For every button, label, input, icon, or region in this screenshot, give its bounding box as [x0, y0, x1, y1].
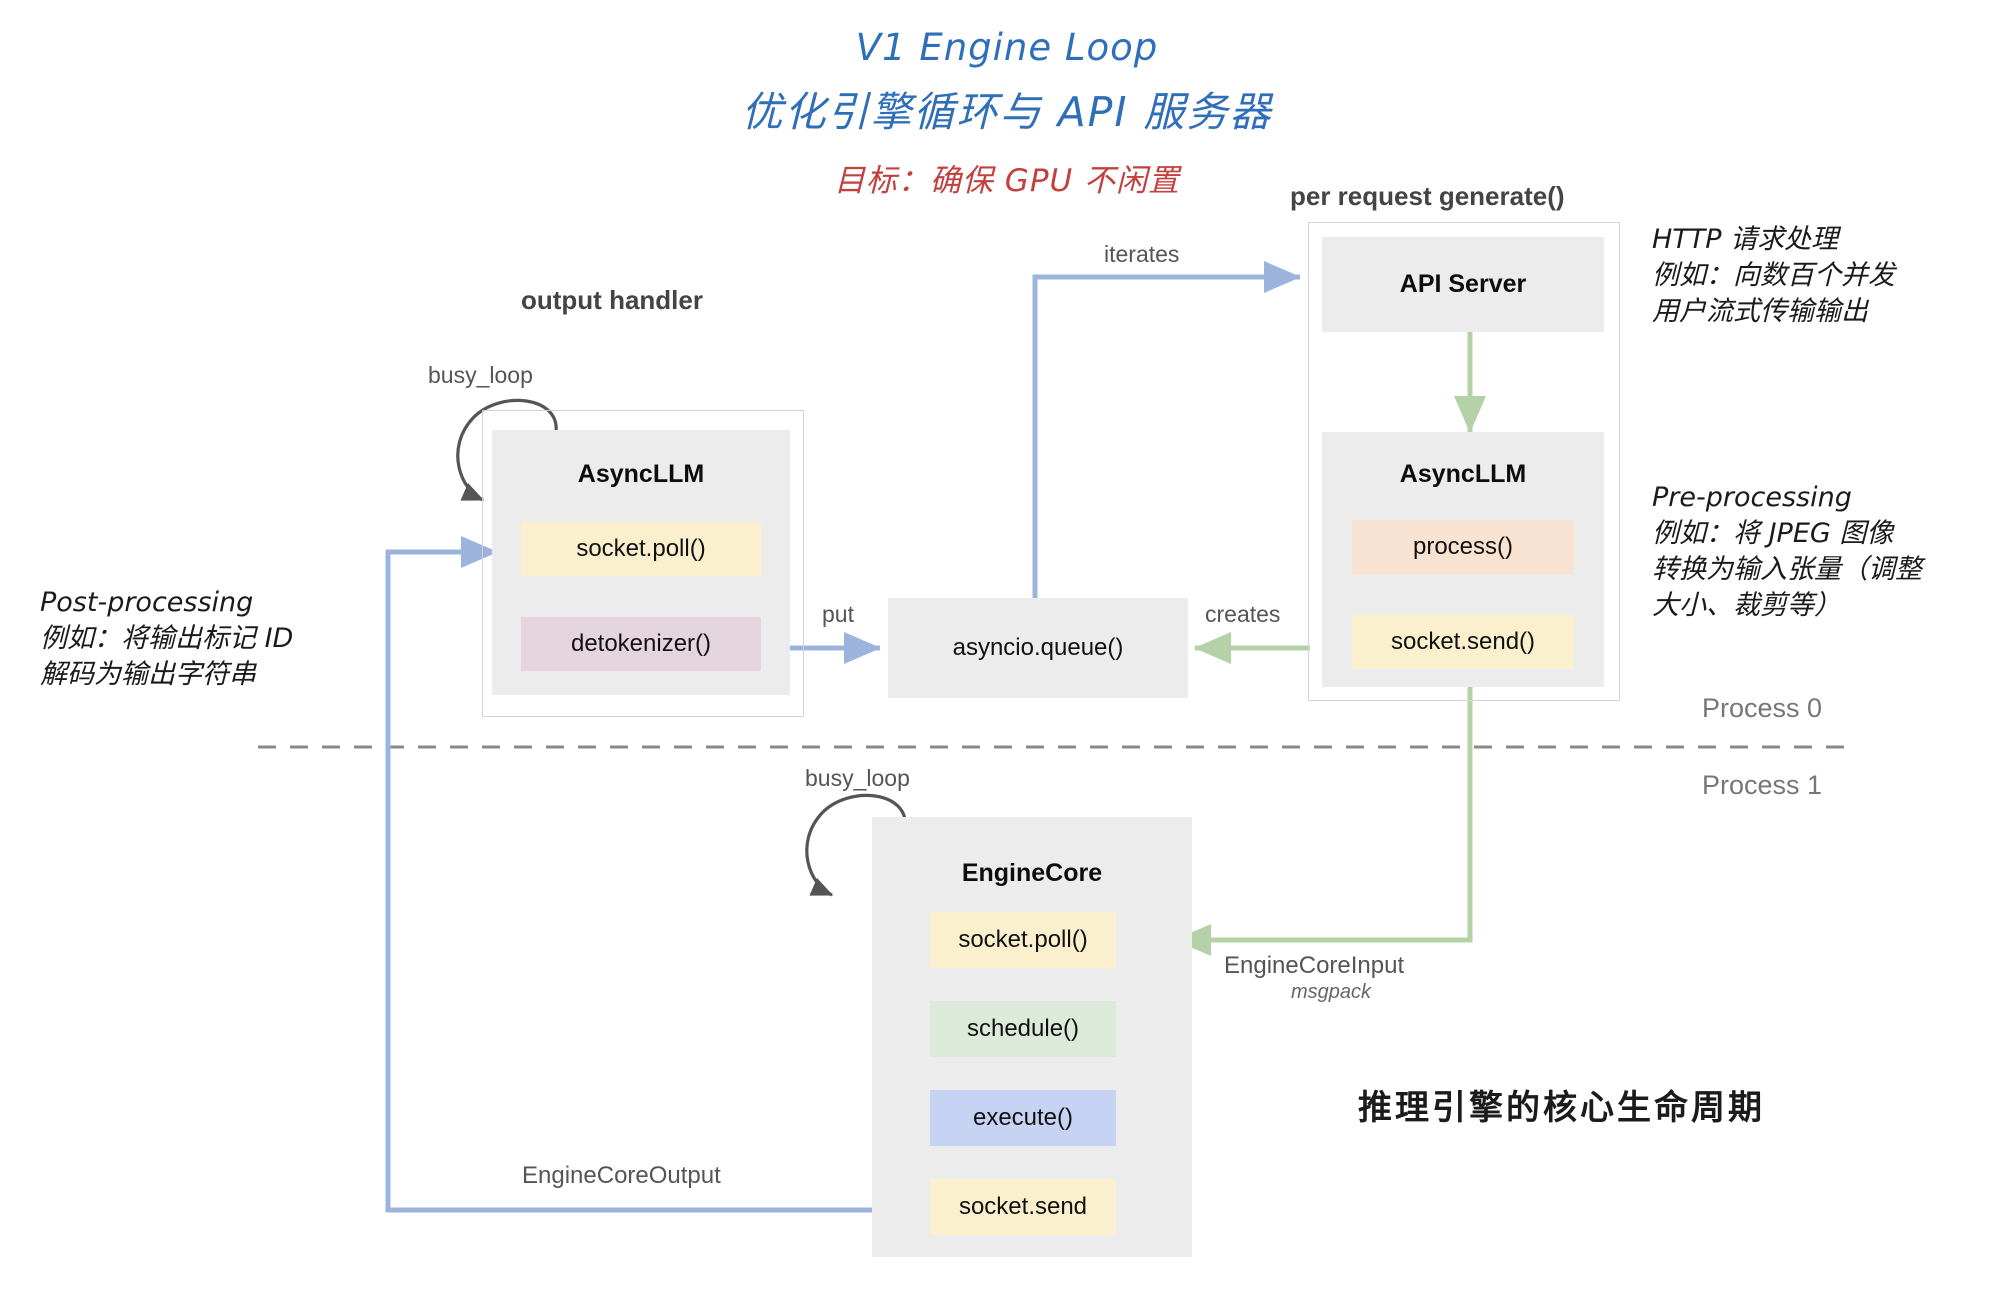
edge-label-busy-loop-output-handler: busy_loop: [428, 362, 533, 388]
edge-sublabel-msgpack: msgpack: [1291, 981, 1372, 1003]
card-title-api-server: API Server: [1399, 270, 1527, 298]
chip-socket-send[interactable]: socket.send(): [1352, 615, 1574, 669]
edge-label-put: put: [822, 601, 854, 627]
card-engine-core[interactable]: EngineCore socket.poll() schedule() exec…: [872, 817, 1192, 1257]
chip-socket-poll[interactable]: socket.poll(): [930, 912, 1116, 968]
edge-label-creates: creates: [1205, 601, 1281, 627]
process-label-0: Process 0: [1702, 693, 1823, 723]
chip-label: socket.send(): [1390, 628, 1536, 655]
chip-socket-poll[interactable]: socket.poll(): [521, 522, 761, 576]
card-api-server[interactable]: API Server: [1322, 237, 1604, 332]
page-title-cn: 优化引擎循环与 API 服务器: [741, 88, 1273, 136]
annotation-bottom-note: 推理引擎的核心生命周期: [1358, 1088, 1765, 1128]
box-asyncio-queue[interactable]: asyncio.queue(): [888, 598, 1188, 698]
process-label-1: Process 1: [1702, 770, 1823, 800]
card-async-llm-output-handler[interactable]: AsyncLLM socket.poll() detokenizer(): [492, 430, 790, 695]
chip-label: socket.poll(): [958, 926, 1088, 953]
chip-label: process(): [1412, 533, 1514, 560]
page-title-en: V1 Engine Loop: [855, 26, 1159, 69]
section-caption-output-handler: output handler: [521, 285, 703, 315]
chip-process[interactable]: process(): [1352, 520, 1574, 574]
chip-label: socket.poll(): [576, 535, 706, 562]
arrow-engine-core-input: [1173, 672, 1473, 957]
edge-label-engine-core-output: EngineCoreOutput: [522, 1162, 721, 1189]
card-title-async-llm: AsyncLLM: [1399, 460, 1527, 488]
chip-execute[interactable]: execute(): [930, 1090, 1116, 1146]
annotation-post-processing: Post-processing 例如：将输出标记 ID 解码为输出字符串: [40, 587, 294, 690]
chip-label: schedule(): [966, 1015, 1080, 1042]
edge-label-iterates: iterates: [1104, 241, 1180, 267]
card-title-engine-core: EngineCore: [961, 859, 1103, 887]
chip-socket-send[interactable]: socket.send: [930, 1179, 1116, 1235]
annotation-http-handling: HTTP 请求处理 例如：向数百个并发 用户流式传输输出: [1652, 224, 1895, 327]
edge-label-engine-core-input: EngineCoreInput: [1224, 952, 1405, 979]
arrow-iterates: [1032, 260, 1302, 598]
chip-label: execute(): [972, 1104, 1074, 1131]
chip-schedule[interactable]: schedule(): [930, 1001, 1116, 1057]
box-label: asyncio.queue(): [952, 634, 1124, 661]
edge-label-busy-loop-engine-core: busy_loop: [805, 765, 910, 791]
chip-label: detokenizer(): [570, 630, 712, 657]
section-caption-per-request: per request generate(): [1290, 181, 1565, 211]
output-handler-frame: [482, 410, 804, 717]
annotation-pre-processing: Pre-processing 例如：将 JPEG 图像 转换为输入张量（调整 大…: [1652, 482, 1922, 621]
card-title-async-llm: AsyncLLM: [577, 460, 705, 488]
per-request-frame: [1308, 222, 1620, 701]
card-async-llm-api[interactable]: AsyncLLM process() socket.send(): [1322, 432, 1604, 687]
chip-detokenizer[interactable]: detokenizer(): [521, 617, 761, 671]
page-subtitle-cn: 目标：确保 GPU 不闲置: [833, 163, 1181, 199]
chip-label: socket.send: [958, 1193, 1088, 1220]
